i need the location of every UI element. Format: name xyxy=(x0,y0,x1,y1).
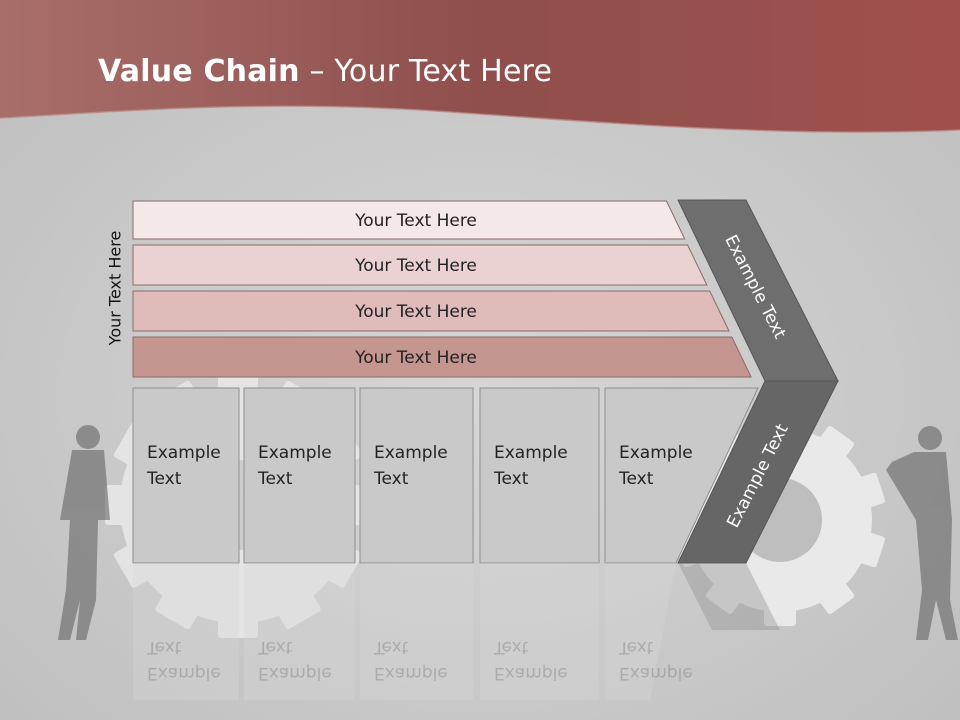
primary-box-reflection-text: Example Text xyxy=(618,637,693,683)
primary-box xyxy=(479,387,600,564)
reflection-line2: Text xyxy=(618,637,654,657)
primary-box-line2: Text xyxy=(373,469,409,489)
primary-box-line1: Example xyxy=(619,443,693,463)
primary-box-line2: Text xyxy=(257,469,293,489)
reflection-line1: Example xyxy=(258,663,332,683)
primary-box-line2: Text xyxy=(146,469,182,489)
primary-box-line1: Example xyxy=(258,443,332,463)
reflection-line1: Example xyxy=(147,663,221,683)
primary-box-reflection-text: Example Text xyxy=(257,637,332,683)
reflection-line1: Example xyxy=(619,663,693,683)
side-label: Your Text Here xyxy=(105,230,125,346)
primary-box-reflection-text: Example Text xyxy=(493,637,568,683)
primary-box xyxy=(243,387,356,564)
primary-box-line1: Example xyxy=(374,443,448,463)
title-bold: Value Chain xyxy=(98,54,300,89)
figure-right-icon xyxy=(886,426,958,640)
primary-box xyxy=(132,387,240,564)
chevron-bottom xyxy=(677,380,839,564)
reflection-line2: Text xyxy=(493,637,529,657)
primary-box-reflection xyxy=(360,563,473,700)
primary-box-reflection xyxy=(605,563,676,700)
support-row-label: Your Text Here xyxy=(354,256,477,276)
support-row xyxy=(132,200,686,240)
support-row xyxy=(132,244,708,286)
chevron-reflection xyxy=(678,563,780,630)
figure-left-icon xyxy=(58,425,110,640)
primary-box-reflection-text: Example Text xyxy=(146,637,221,683)
support-row-label: Your Text Here xyxy=(354,348,477,368)
page-title: Value Chain – Your Text Here xyxy=(98,54,552,89)
primary-activities: ExampleTextExampleTextExampleTextExample… xyxy=(132,387,759,700)
support-row xyxy=(132,336,752,378)
primary-box-reflection xyxy=(244,563,355,700)
primary-box-line1: Example xyxy=(494,443,568,463)
header-banner xyxy=(0,0,960,133)
support-row-label: Your Text Here xyxy=(354,302,477,322)
support-row-label: Your Text Here xyxy=(354,211,477,231)
primary-box xyxy=(604,387,759,564)
primary-box-reflection-text: Example Text xyxy=(373,637,448,683)
primary-box-line2: Text xyxy=(618,469,654,489)
primary-box-reflection xyxy=(133,563,239,700)
primary-box-reflection xyxy=(480,563,599,700)
title-rest: – Your Text Here xyxy=(299,54,553,89)
reflection-line2: Text xyxy=(257,637,293,657)
reflection-line1: Example xyxy=(374,663,448,683)
support-row xyxy=(132,290,730,332)
primary-box xyxy=(359,387,474,564)
primary-box-line1: Example xyxy=(147,443,221,463)
primary-box-line2: Text xyxy=(493,469,529,489)
reflection-line2: Text xyxy=(146,637,182,657)
reflection-line2: Text xyxy=(373,637,409,657)
reflection-line1: Example xyxy=(494,663,568,683)
